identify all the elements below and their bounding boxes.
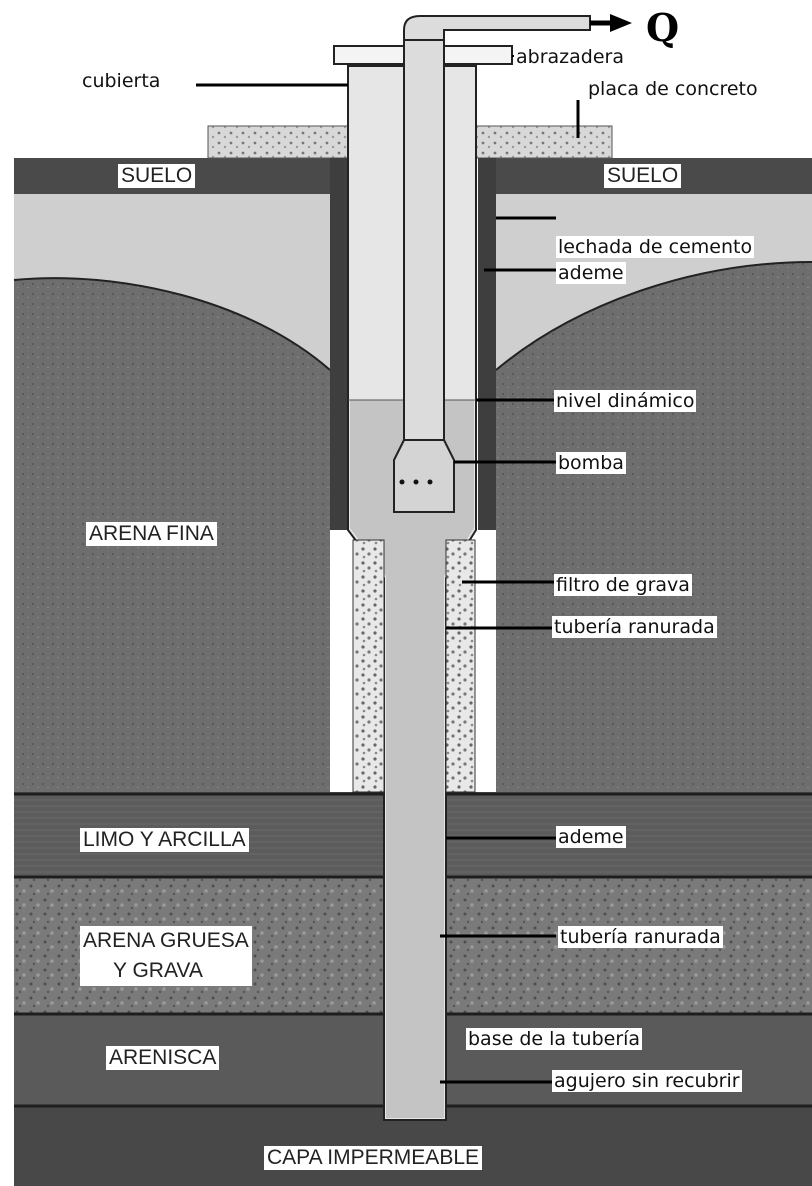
water-column xyxy=(350,400,474,1118)
pump-intake-hole xyxy=(413,479,419,485)
discharge-pipe xyxy=(403,15,591,41)
label-capa-impermeable: CAPA IMPERMEABLE xyxy=(264,1146,483,1170)
label-arenisca: ARENISCA xyxy=(106,1046,220,1070)
water-table-right xyxy=(495,261,812,371)
pump-column xyxy=(403,39,445,441)
flow-arrow-icon xyxy=(610,14,632,32)
label-cubierta: cubierta xyxy=(80,70,163,92)
label-arena-gruesa: ARENA GRUESA Y GRAVA xyxy=(80,926,252,986)
grout-annulus-left xyxy=(330,158,348,530)
label-nivel-dinamico: nivel dinámico xyxy=(554,390,697,412)
cone-of-depression-left xyxy=(14,194,330,370)
label-arena-fina: ARENA FINA xyxy=(86,522,217,546)
label-arena-gruesa-line1: ARENA GRUESA xyxy=(83,929,249,952)
label-abrazadera: abrazadera xyxy=(514,46,626,68)
label-agujero-sin-recubrir: agujero sin recubrir xyxy=(552,1070,742,1092)
pump-intake-hole xyxy=(399,479,405,485)
water-table-left xyxy=(13,277,331,371)
label-ademe-top: ademe xyxy=(556,262,626,284)
grout-annulus-right xyxy=(478,158,496,530)
label-suelo-right: SUELO xyxy=(604,164,682,188)
label-tuberia-ranurada-2: tubería ranurada xyxy=(558,926,723,948)
gravel-filter-right xyxy=(445,539,476,793)
label-limo-arcilla: LIMO Y ARCILLA xyxy=(80,828,249,852)
label-filtro-grava: filtro de grava xyxy=(554,574,692,596)
label-tuberia-ranurada-1: tubería ranurada xyxy=(552,616,717,638)
label-ademe-mid: ademe xyxy=(556,826,626,848)
label-bomba: bomba xyxy=(556,452,626,474)
label-arena-gruesa-line2: Y GRAVA xyxy=(113,959,203,982)
pump-intake-hole xyxy=(427,479,433,485)
label-lechada: lechada de cemento xyxy=(556,236,755,258)
label-base-tuberia: base de la tubería xyxy=(466,1028,643,1050)
gravel-filter-left xyxy=(352,539,385,793)
label-placa: placa de concreto xyxy=(586,78,760,100)
concrete-pad-left xyxy=(207,125,349,159)
flow-rate-symbol: Q xyxy=(646,5,680,50)
label-suelo-left: SUELO xyxy=(118,164,196,188)
pump-body xyxy=(393,439,455,513)
concrete-pad-right xyxy=(475,125,613,159)
